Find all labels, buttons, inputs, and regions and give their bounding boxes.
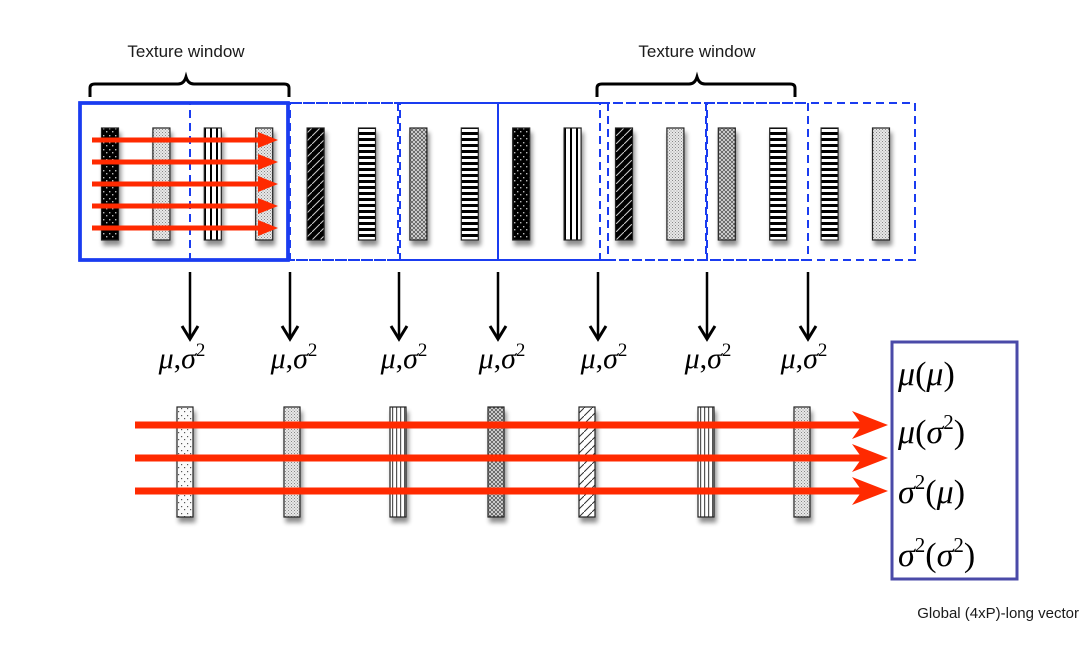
frame-bar bbox=[306, 127, 325, 241]
frame-bar bbox=[820, 127, 839, 241]
texture-window-label-right: Texture window bbox=[638, 42, 756, 61]
window-down-arrows bbox=[180, 272, 818, 342]
window-stat-labels: μ,σ2 μ,σ2 μ,σ2 μ,σ2 μ,σ2 μ,σ2 μ,σ2 bbox=[158, 340, 828, 375]
window-stat-label: μ,σ2 bbox=[158, 340, 206, 375]
down-arrow-head bbox=[798, 325, 818, 342]
global-vector-entries: μ(μ) μ(σ2) σ2(μ) σ2(σ2) bbox=[897, 356, 975, 574]
texture-window bbox=[706, 102, 916, 261]
global-vector-caption: Global (4xP)-long vector bbox=[917, 605, 1079, 622]
down-arrow-head bbox=[488, 325, 508, 342]
down-arrow-head bbox=[697, 325, 717, 342]
frame-bar bbox=[512, 127, 531, 241]
window-stat-label: μ,σ2 bbox=[478, 340, 526, 375]
red-arrow-head bbox=[258, 154, 278, 170]
frame-bar bbox=[460, 127, 479, 241]
texture-window-label-left: Texture window bbox=[127, 42, 245, 61]
texture-window-bracket-left bbox=[88, 71, 291, 97]
global-vector-entry-mean-of-mean: μ(μ) bbox=[897, 356, 955, 393]
global-red-arrow-head bbox=[852, 444, 888, 472]
window-stat-label: μ,σ2 bbox=[780, 340, 828, 375]
frame-bar bbox=[614, 127, 634, 241]
down-arrow-head bbox=[180, 325, 200, 342]
down-arrow-head bbox=[588, 325, 608, 342]
global-red-arrow-head bbox=[852, 411, 888, 439]
global-vector-box bbox=[890, 340, 1019, 581]
down-arrow-head bbox=[389, 325, 409, 342]
frame-bar bbox=[409, 127, 428, 241]
down-arrow-head bbox=[280, 325, 300, 342]
frame-bar bbox=[563, 127, 582, 241]
global-vector-entry-variance-of-variance: σ2(σ2) bbox=[898, 533, 975, 574]
texture-window-bracket-right bbox=[595, 71, 797, 97]
texture-window-highlighted-border bbox=[78, 101, 290, 262]
red-arrow-head bbox=[258, 220, 278, 236]
global-vector-entry-mean-of-variance: μ(σ2) bbox=[897, 410, 965, 451]
global-vector-entry-variance-of-mean: σ2(μ) bbox=[898, 470, 965, 511]
global-red-arrow-head bbox=[852, 477, 888, 505]
red-arrow-head bbox=[258, 132, 278, 148]
window-stat-label: μ,σ2 bbox=[684, 340, 732, 375]
global-red-arrows bbox=[135, 411, 888, 505]
frame-bar bbox=[769, 127, 788, 241]
frame-bar bbox=[717, 127, 736, 241]
window-stat-label: μ,σ2 bbox=[270, 340, 318, 375]
window-stat-label: μ,σ2 bbox=[380, 340, 428, 375]
window-red-arrows bbox=[92, 132, 278, 236]
red-arrow-head bbox=[258, 198, 278, 214]
frame-bar bbox=[871, 127, 891, 241]
texture-window bbox=[599, 102, 809, 261]
frame-bar bbox=[357, 127, 377, 241]
window-stat-label: μ,σ2 bbox=[580, 340, 628, 375]
frame-bar bbox=[666, 127, 685, 241]
red-arrow-head bbox=[258, 176, 278, 192]
